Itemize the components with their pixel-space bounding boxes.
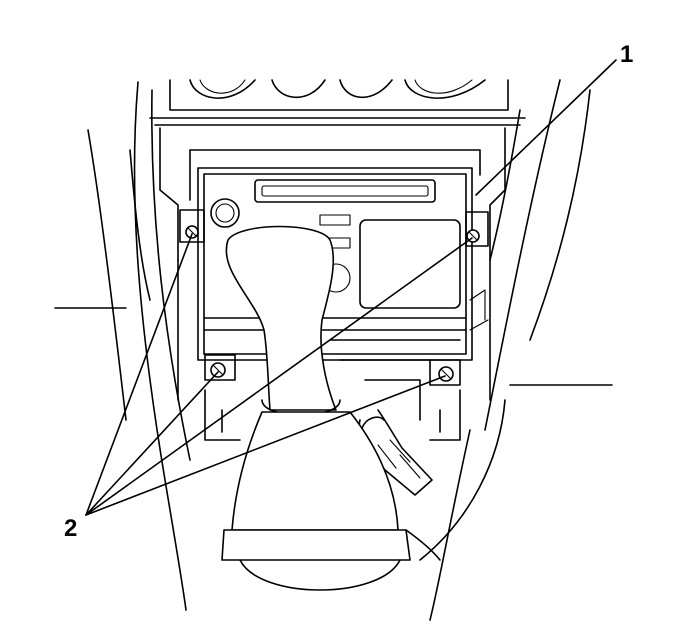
callout-1-label: 1: [620, 41, 633, 68]
mounting-screws: [179, 209, 489, 386]
lower-console: [177, 259, 491, 441]
callout-labels: 1 2: [64, 41, 633, 542]
callout-2-label: 2: [64, 515, 77, 542]
gear-shift-knob: [221, 225, 441, 591]
radio-unit: [197, 167, 473, 361]
air-vents: [149, 79, 526, 126]
console-bezel: [159, 127, 506, 261]
trim-leader-lines: [54, 307, 613, 386]
console-outer-panels: [87, 79, 591, 621]
callout-leaders: [85, 59, 617, 516]
